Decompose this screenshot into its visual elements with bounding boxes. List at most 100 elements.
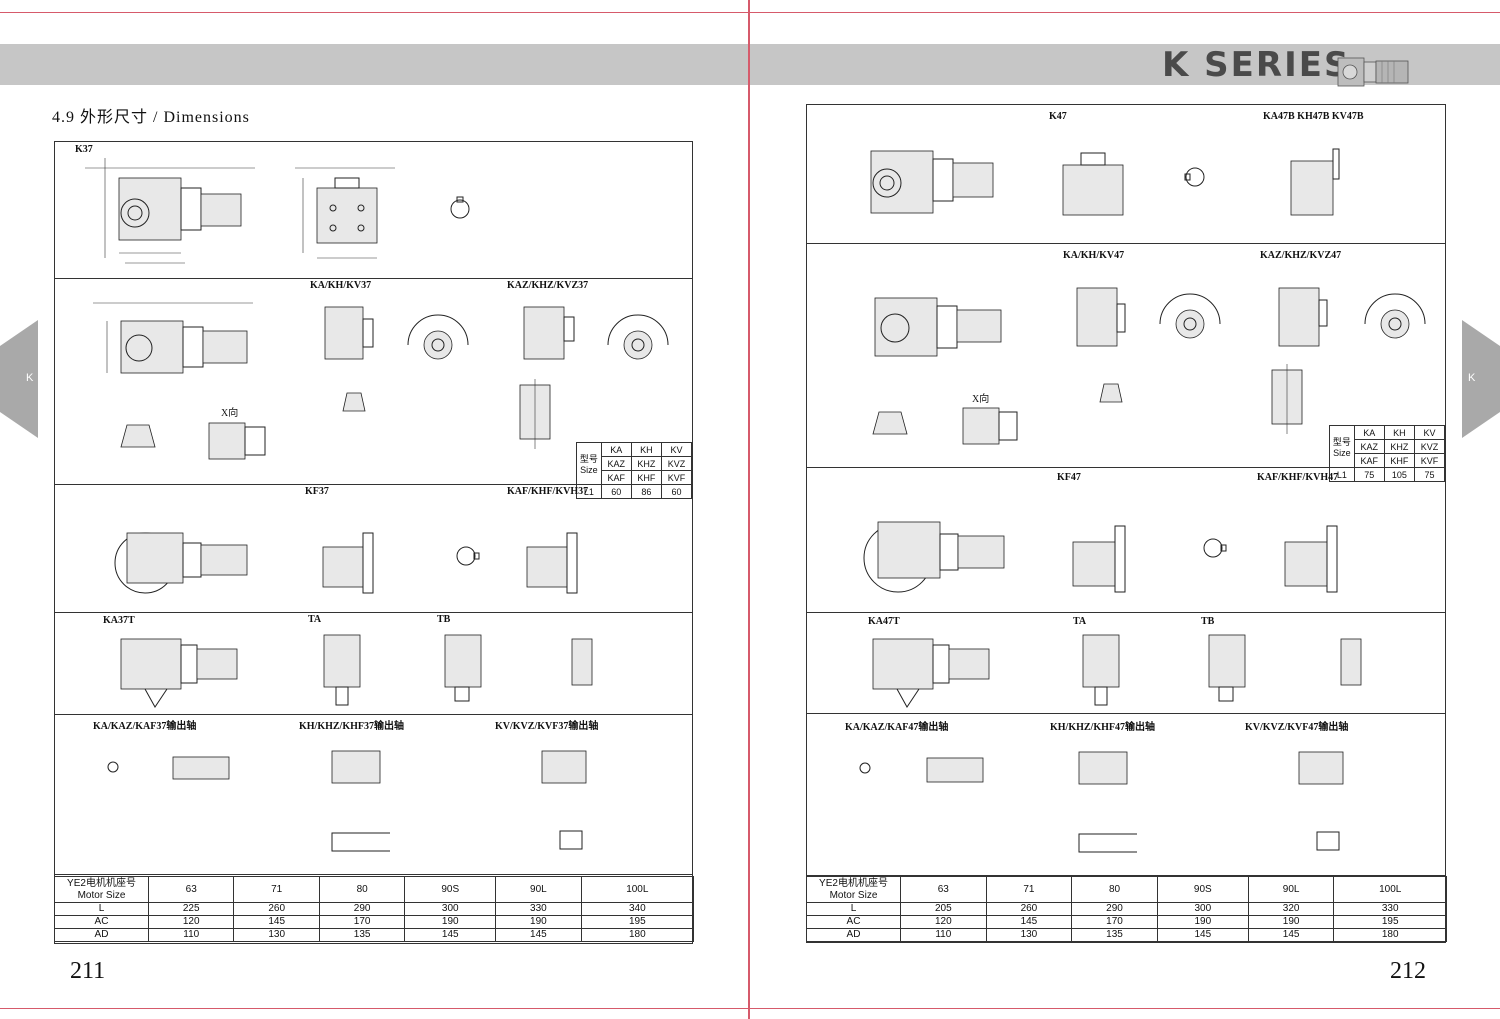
k-front-view-drawing (295, 158, 425, 273)
drawing-label: KAF/KHF/KVH47 (1257, 472, 1339, 483)
motor-table-column: 80 (318, 876, 406, 903)
motor-table-column: 63 (900, 876, 987, 903)
drawing-row-5: KA/KAZ/KAF47输出轴 KH/KHZ/KHF47输出轴 KV/KVZ/K… (807, 714, 1445, 876)
side-tab-right[interactable]: K (1462, 320, 1500, 438)
gearmotor-thumbnail-icon (1336, 52, 1414, 92)
size-table-cell: 86 (630, 484, 662, 499)
size-table-cell: KHZ (1383, 439, 1415, 454)
motor-table-cell: 260 (985, 902, 1073, 916)
drawing-label: TB (1201, 616, 1215, 627)
size-table-cell: 60 (660, 484, 693, 499)
table-row: L 225 260 290 300 330 340 (54, 902, 695, 916)
kf-side-view-drawing (842, 492, 1022, 602)
motor-table-cell: 195 (1333, 915, 1447, 929)
motor-table-cell: 190 (1156, 915, 1249, 929)
ka-b-front-view-drawing (1267, 127, 1377, 237)
size-table-cell: 105 (1383, 467, 1415, 482)
motor-table-cell: 225 (147, 902, 235, 916)
size-table-cell: KV (1413, 425, 1446, 440)
page-fold-line (748, 0, 750, 1019)
trim-line-top (750, 12, 1500, 13)
drawing-label: KV/KVZ/KVF47输出轴 (1245, 722, 1349, 733)
size-table-cell: L1 (576, 484, 602, 499)
drawing-row-2: KA/KH/KV37 KAZ/KHZ/KVZ37 X向 (55, 279, 693, 499)
motor-table-cell: 190 (1247, 915, 1335, 929)
motor-table-column: 80 (1071, 876, 1158, 903)
motor-table-column: 90L (495, 876, 582, 903)
ka-output-shaft-drawing (847, 744, 987, 804)
drawing-row-3: KF47 KAF/KHF/KVH47 (807, 468, 1445, 613)
motor-table-cell: 205 (900, 902, 987, 916)
drawing-label: X向 (972, 394, 990, 405)
keyway-detail-drawing (440, 187, 480, 227)
size-table-cell: 75 (1413, 467, 1446, 482)
motor-table-cell: 120 (147, 915, 235, 929)
right-page: K SERIES K K47 KA47B KH47B KV47B (750, 0, 1500, 1019)
size-table-cell: KHZ (630, 456, 662, 471)
series-title: K SERIES (1162, 45, 1351, 85)
side-tab-left[interactable]: K (0, 320, 38, 438)
k-side-view-drawing (835, 127, 1005, 242)
dimension-frame: K47 KA47B KH47B KV47B KA/KH/KV47 KAZ/KHZ… (806, 104, 1447, 943)
motor-table-row-label: AC (806, 915, 901, 929)
size-table-cell: KVF (1413, 453, 1446, 468)
motor-table-header-label: YE2电机机座号 Motor Size (54, 876, 149, 903)
motor-table-column: 71 (985, 876, 1073, 903)
rubber-buffer-section-drawing (1329, 633, 1379, 693)
table-row: AD 110 130 135 145 145 180 (806, 928, 1447, 942)
side-tab-shape (0, 320, 38, 438)
kf-side-view-drawing (95, 503, 265, 603)
motor-table-cell: 330 (1333, 902, 1447, 916)
motor-table-column: 100L (580, 876, 695, 903)
motor-table-cell: 195 (580, 915, 695, 929)
x-direction-view-drawing (195, 417, 275, 467)
motor-table-cell: 300 (1156, 902, 1249, 916)
drawing-label: KV/KVZ/KVF37输出轴 (495, 721, 599, 732)
motor-table-row-label: AD (806, 928, 901, 942)
motor-table-cell: 145 (1156, 928, 1249, 942)
motor-table-cell: 180 (580, 928, 695, 942)
side-tab-label: K (1468, 372, 1476, 384)
m8-thread-detail-drawing (1092, 374, 1132, 414)
x-direction-view-drawing (947, 402, 1027, 452)
left-page: 4.9 外形尺寸 / Dimensions K K37 (0, 12, 750, 1009)
motor-table-column: 100L (1333, 876, 1447, 903)
motor-table-cell: 110 (147, 928, 235, 942)
size-table-cell: KAZ (600, 456, 632, 471)
hollow-shaft-section-drawing (500, 379, 580, 459)
motor-table-cell: 145 (1247, 928, 1335, 942)
m10-tap-detail-drawing (115, 417, 165, 457)
motor-table-column: 90S (404, 876, 497, 903)
drawing-label: KA47B KH47B KV47B (1263, 111, 1364, 122)
table-row: AC 120 145 170 190 190 195 (806, 915, 1447, 929)
drawing-row-2: KA/KH/KV47 KAZ/KHZ/KVZ47 X向 (807, 244, 1446, 482)
drawing-row-1: K47 KA47B KH47B KV47B (807, 105, 1445, 244)
motor-table-cell: 290 (318, 902, 406, 916)
drawing-label: KA/KAZ/KAF47输出轴 (845, 722, 949, 733)
motor-table-cell: 170 (1071, 915, 1158, 929)
kf-front-view-drawing (1057, 492, 1167, 602)
ka-side-view-drawing (847, 266, 1017, 376)
page-number: 211 (70, 958, 106, 984)
hollow-shaft-section-drawing (1252, 364, 1332, 444)
motor-table-cell: 135 (1071, 928, 1158, 942)
motor-table-cell: 110 (900, 928, 987, 942)
kh-output-shaft-drawing (1057, 742, 1137, 872)
motor-table-cell: 130 (233, 928, 320, 942)
table-row: L 205 260 290 300 320 330 (806, 902, 1447, 916)
motor-table-row-label: L (54, 902, 149, 916)
kv-output-shaft-drawing (520, 741, 610, 871)
motor-table-cell: 180 (1333, 928, 1447, 942)
motor-table-header-cn: YE2电机机座号 (819, 877, 888, 889)
table-row: AD 110 130 135 145 145 180 (54, 928, 695, 942)
kaf-front-view-drawing (1267, 492, 1377, 602)
motor-table-cell: 190 (495, 915, 582, 929)
size-table-cell: KV (660, 442, 693, 457)
size-table-cell: KAZ (1353, 439, 1385, 454)
kaz-front-view-drawing (1257, 274, 1337, 364)
motor-table-cell: 120 (900, 915, 987, 929)
motor-table-cell: 135 (318, 928, 406, 942)
drawing-row-4: KA37T TA TB (55, 613, 692, 715)
motor-table-cell: 330 (495, 902, 582, 916)
size-table-cell: KH (630, 442, 662, 457)
